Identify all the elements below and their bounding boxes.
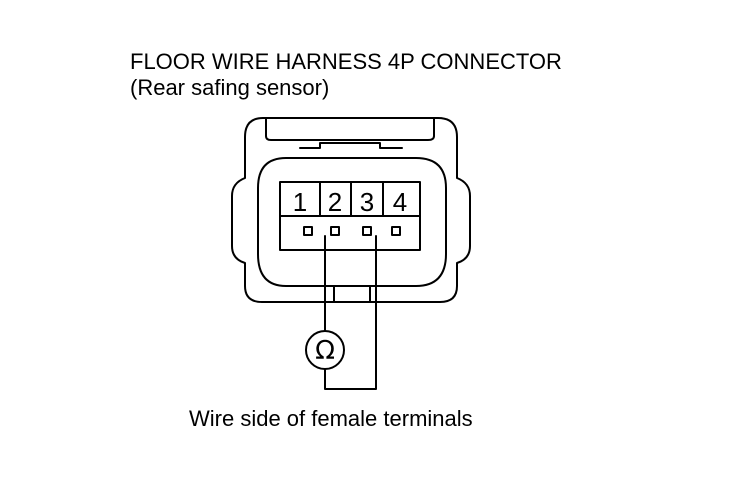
connector-bottom-tab xyxy=(333,285,371,303)
diagram-caption: Wire side of female terminals xyxy=(189,406,473,431)
diagram-title: FLOOR WIRE HARNESS 4P CONNECTOR xyxy=(130,49,562,74)
pin-label-1: 1 xyxy=(293,187,307,217)
connector-housing-inner xyxy=(257,157,447,287)
terminal-cavity-3 xyxy=(362,226,372,236)
probe-wire-pin-3 xyxy=(324,235,377,390)
terminal-cavity-2 xyxy=(330,226,340,236)
diagram-subtitle: (Rear safing sensor) xyxy=(130,75,330,100)
terminal-cavity-4 xyxy=(391,226,401,236)
pin-label-3: 3 xyxy=(360,187,374,217)
pin-label-2: 2 xyxy=(328,187,342,217)
connector-latch xyxy=(265,117,435,141)
terminal-cavity-1 xyxy=(303,226,313,236)
latch-detail xyxy=(299,142,403,149)
ohmmeter-symbol: Ω xyxy=(315,336,335,366)
connector-housing-outer xyxy=(231,117,471,303)
ohmmeter-icon xyxy=(305,330,345,370)
pin-label-4: 4 xyxy=(393,187,407,217)
